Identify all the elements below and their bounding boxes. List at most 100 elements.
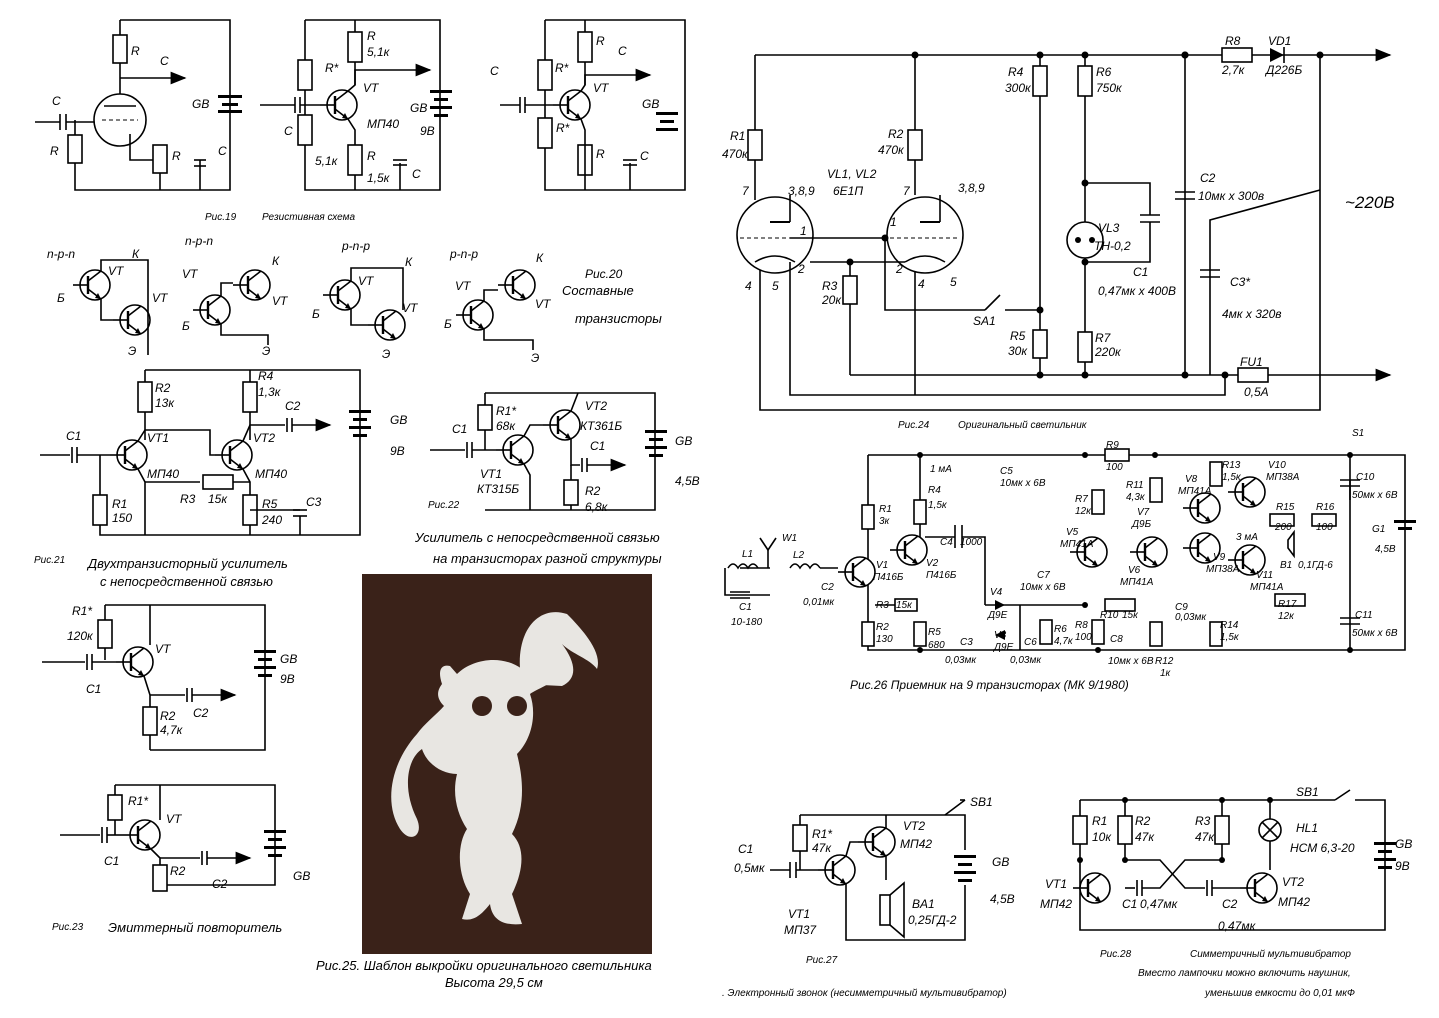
fig24-vl-label: VL1, VL2	[827, 167, 877, 181]
fig27-ba1-label: BA1	[912, 897, 935, 911]
fig24-c3-label: C3*	[1230, 275, 1250, 289]
fig20-title-2: транзисторы	[575, 311, 662, 326]
fig24-c1-label: C1	[1133, 265, 1148, 279]
fig23-r1-label: R1*	[72, 604, 92, 618]
fig21-r2-value: 13к	[155, 396, 175, 410]
fig20-title-1: Составные	[562, 283, 634, 298]
fig26-c11-label: C11	[1355, 610, 1373, 621]
fig23-r2-value: 4,7к	[160, 723, 184, 737]
fig19b-r51-label-2: 5,1к	[315, 154, 339, 168]
fig19-caption: Рис.19	[205, 212, 237, 223]
fig24-sa1-label: SA1	[973, 314, 996, 328]
fig20-e4: Э	[531, 351, 539, 365]
fig26-r16-value: 100	[1316, 522, 1333, 533]
fig19b-rstar-label: R*	[325, 61, 339, 75]
fig28-title: Симметричный мультивибратор	[1190, 948, 1351, 960]
fig21-c1-label: C1	[66, 429, 81, 443]
fig26-c3-value: 0,03мк	[945, 655, 977, 666]
fig19c-gb-label: GB	[642, 97, 659, 111]
fig26-c8-value: 10мк х 6В	[1108, 656, 1154, 667]
fig19c-r-label-2: R	[596, 147, 605, 161]
fig28-r2-value: 47к	[1135, 830, 1155, 844]
fig26-r3-value: 15к	[896, 600, 913, 611]
fig26-r16-label: R16	[1316, 502, 1335, 513]
fig24-r7-value: 220к	[1094, 345, 1122, 359]
fig26-r4-label: R4	[928, 485, 941, 496]
fig26-l1-label: L1	[742, 549, 753, 560]
fig26-c10-label: C10	[1356, 472, 1375, 483]
fig28-c1-value: 0,47мк	[1140, 897, 1179, 911]
fig22-gb-label: GB	[675, 434, 692, 448]
fig26-r5-value: 680	[928, 640, 945, 651]
fig24-r1-value: 470к	[722, 147, 749, 161]
fig26-r9-label: R9	[1106, 440, 1119, 451]
fig24-pin2-b: 2	[895, 262, 903, 276]
fig23-title: Эмиттерный повторитель	[108, 920, 282, 935]
fig28-c2-label: C2	[1222, 897, 1238, 911]
fig24-mains-label: ~220В	[1345, 193, 1395, 212]
fig24-pin7-b: 7	[903, 184, 911, 198]
fig19c-c-label-3: C	[640, 149, 649, 163]
fig26-v10-type: МП38А	[1266, 472, 1300, 483]
fig22-vt2-label: VT2	[585, 399, 607, 413]
fig21-r2-label: R2	[155, 381, 171, 395]
fig26-l2-label: L2	[793, 550, 805, 561]
fig22-vt1-label: VT1	[480, 467, 502, 481]
fig21-r1-label: R1	[112, 497, 127, 511]
fig21-mp40-2: МП40	[255, 467, 287, 481]
fig23b-c1-label: C1	[104, 854, 119, 868]
fig19-r-label: R	[50, 144, 59, 158]
fig26-c6-value: 0,03мк	[1010, 655, 1042, 666]
fig26-c1-value: 10-180	[731, 617, 763, 628]
fig22-r2-label: R2	[585, 484, 601, 498]
fig19c-vt-label: VT	[593, 81, 610, 95]
fig28-caption: Рис.28	[1100, 949, 1132, 960]
fig26-r15-value: 200	[1274, 522, 1292, 533]
fig26-r7-label: R7	[1075, 494, 1088, 505]
fig19c-rstar-label: R*	[555, 61, 569, 75]
fig26-c7-value: 10мк х 6В	[1020, 582, 1066, 593]
fig21-title-2: с непосредственной связью	[100, 574, 273, 589]
fig26-v7-type: Д9Б	[1131, 519, 1152, 530]
fig26-g1-value: 4,5В	[1375, 544, 1396, 555]
fig26-3ma-label: 3 мА	[1236, 532, 1258, 543]
fig22-c1b-label: C1	[590, 439, 605, 453]
fig26-nine-transistor-receiver: L1 C1 10-180 W1 L2 C2 0,01мк R1 3к V1 П4…	[724, 428, 1416, 692]
fig20-e3: Э	[382, 347, 390, 361]
fig24-vd1-label: VD1	[1268, 34, 1291, 48]
fig26-v1-type: П416Б	[873, 572, 904, 583]
fig28-vt1-label: VT1	[1045, 877, 1067, 891]
fig23-caption: Рис.23	[52, 922, 84, 933]
fig27-gb-label: GB	[992, 855, 1009, 869]
fig23b-r2-label: R2	[170, 864, 186, 878]
fig23-c2-label: C2	[193, 706, 209, 720]
fig23-9v-label: 9В	[280, 672, 295, 686]
fig27-caption: Рис.27	[806, 955, 838, 966]
fig26-c6-label: C6	[1024, 637, 1037, 648]
fig24-original-lamp: R1 470к R2 470к R4 300к R6 750к R8 2,7к …	[722, 34, 1395, 431]
fig19-resistive-circuits: C R R C R C GB R 5,1к R* C VT МП40 C 5,1…	[35, 19, 686, 223]
fig24-r5-label: R5	[1010, 329, 1026, 343]
fig26-r11-label: R11	[1126, 480, 1144, 491]
fig28-r2-label: R2	[1135, 814, 1151, 828]
fig26-r2-value: 130	[876, 634, 893, 645]
fig26-r8-value: 100	[1075, 632, 1092, 643]
fig26-c4-value: 1000	[960, 537, 983, 548]
fig26-v4-label: V4	[990, 587, 1003, 598]
fig20-npn-label-1: n-p-n	[47, 247, 75, 261]
fig24-c3-value: 4мк х 320в	[1222, 307, 1282, 321]
fig26-v9-type: МП38А	[1206, 564, 1240, 575]
fig19-title: Резистивная схема	[262, 212, 355, 223]
fig19c-r-label: R	[596, 34, 605, 48]
fig19c-c-label-2: C	[618, 44, 627, 58]
fig27-electronic-bell: C1 0,5мк R1* 47к VT1 МП37 VT2 МП42 SB1 G…	[722, 795, 1015, 999]
fig24-c1-value: 0,47мк х 400В	[1098, 284, 1176, 298]
fig26-r17-label: R17	[1278, 599, 1297, 610]
fig28-hl1-type: НСМ 6,3-20	[1290, 841, 1355, 855]
fig26-g1-label: G1	[1372, 524, 1385, 535]
fig23-emitter-follower: R1* 120к VT C1 R2 4,7к C2 GB 9В R1* VT C…	[42, 604, 310, 935]
fig28-gb-label: GB	[1395, 837, 1412, 851]
fig19-gb-label: GB	[192, 97, 209, 111]
fig28-note-2: уменьшив емкости до 0,01 мкФ	[1204, 988, 1355, 999]
